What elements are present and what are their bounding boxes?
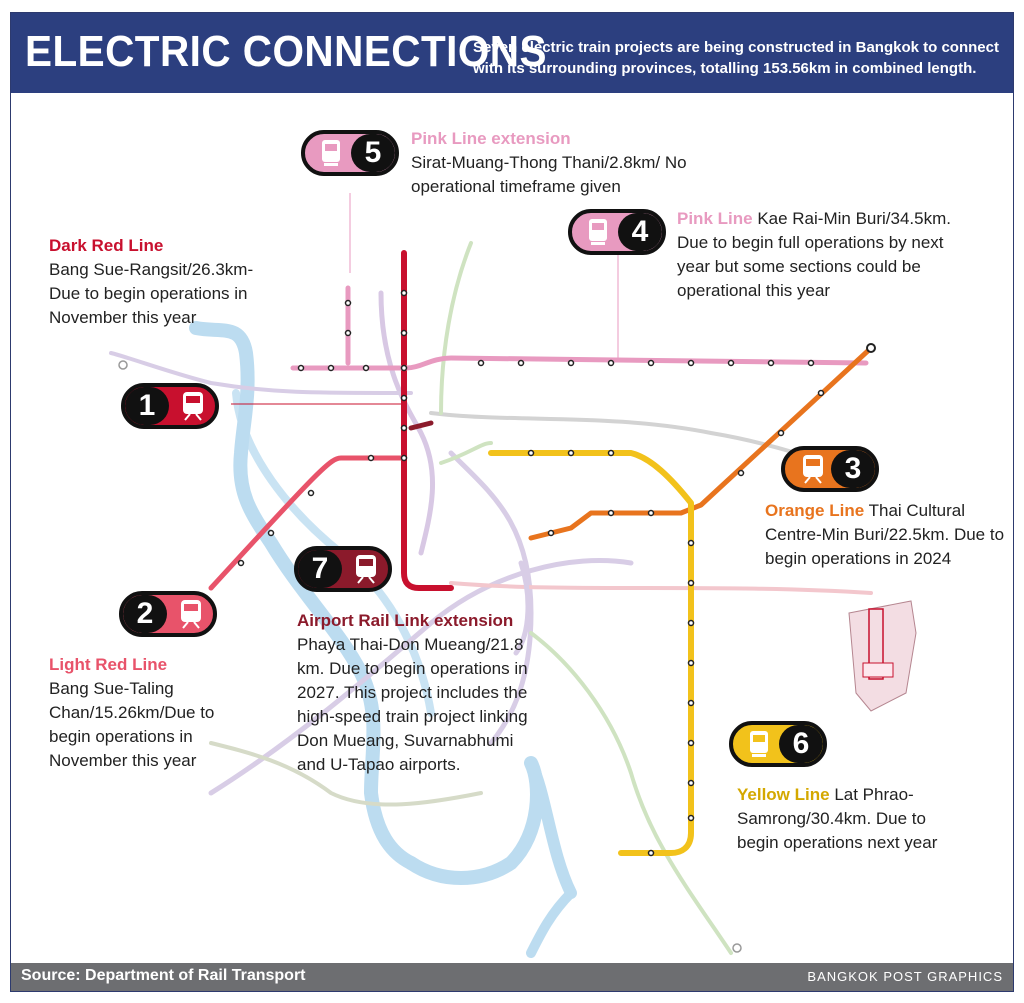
infographic-frame: ELECTRIC CONNECTIONS Seven electric trai… bbox=[10, 12, 1014, 992]
train-icon bbox=[791, 450, 841, 488]
rail-map-svg bbox=[109, 193, 917, 958]
orange-line-path bbox=[528, 345, 874, 541]
info-dark-red-line: Dark Red Line Bang Sue-Rangsit/26.3km- D… bbox=[49, 234, 269, 330]
monorail-icon bbox=[311, 134, 361, 172]
footer-bar: Source: Department of Rail Transport BAN… bbox=[11, 963, 1013, 991]
page-subtitle: Seven electric train projects are being … bbox=[473, 39, 999, 77]
train-icon bbox=[171, 387, 215, 425]
line-description: Thai Cultural Centre-Min Buri/22.5km. Du… bbox=[765, 501, 1005, 568]
source-credit: Source: Department of Rail Transport bbox=[21, 967, 306, 984]
rail-map bbox=[11, 93, 1013, 965]
page-title: ELECTRIC CONNECTIONS bbox=[25, 27, 547, 76]
info-yellow-line: Yellow Line Lat Phrao-Samrong/30.4km. Du… bbox=[737, 783, 967, 855]
existing-lines bbox=[109, 241, 873, 955]
light-red-line-path bbox=[208, 455, 407, 591]
monorail-icon bbox=[578, 213, 628, 251]
badge-number: 6 bbox=[779, 725, 823, 763]
line-name: Yellow Line bbox=[737, 785, 830, 804]
monorail-icon bbox=[739, 725, 789, 763]
badge-number: 4 bbox=[618, 213, 662, 251]
line-name: Light Red Line bbox=[49, 655, 168, 674]
header-banner: ELECTRIC CONNECTIONS Seven electric trai… bbox=[11, 13, 1013, 93]
line-name: Pink Line bbox=[677, 209, 753, 228]
line-description: Phaya Thai-Don Mueang/21.8 km. Due to be… bbox=[297, 635, 528, 774]
badge-airport-rail-link: 7 bbox=[294, 546, 392, 592]
badge-number: 1 bbox=[125, 387, 169, 425]
line-name: Pink Line extension bbox=[411, 129, 571, 148]
badge-pink-extension: 5 bbox=[301, 130, 399, 176]
pink-line-path bbox=[290, 355, 869, 371]
badge-dark-red-line: 1 bbox=[121, 383, 219, 429]
line-description: Sirat-Muang-Thong Thani/2.8km/ No operat… bbox=[411, 153, 687, 196]
badge-yellow-line: 6 bbox=[729, 721, 827, 767]
airport-terminal-drawing bbox=[848, 600, 917, 712]
badge-light-red-line: 2 bbox=[119, 591, 217, 637]
badge-number: 3 bbox=[831, 450, 875, 488]
train-icon bbox=[344, 550, 388, 588]
station-markers bbox=[118, 289, 876, 953]
badge-number: 2 bbox=[123, 595, 167, 633]
line-description: Bang Sue-Taling Chan/15.26km/Due to begi… bbox=[49, 679, 215, 770]
airport-link-path bbox=[408, 420, 434, 431]
line-name: Orange Line bbox=[765, 501, 865, 520]
line-description: Kae Rai-Min Buri/34.5km. Due to begin fu… bbox=[677, 209, 951, 300]
badge-pink-line: 4 bbox=[568, 209, 666, 255]
line-description: Lat Phrao-Samrong/30.4km. Due to begin o… bbox=[737, 785, 938, 852]
badge-number: 5 bbox=[351, 134, 395, 172]
train-icon bbox=[169, 595, 213, 633]
yellow-line-path bbox=[488, 450, 694, 856]
line-description: Bang Sue-Rangsit/26.3km- Due to begin op… bbox=[49, 260, 254, 327]
info-pink-line: Pink Line Kae Rai-Min Buri/34.5km. Due t… bbox=[677, 207, 977, 303]
info-airport-rail-link: Airport Rail Link extension Phaya Thai-D… bbox=[297, 609, 537, 777]
badge-number: 7 bbox=[298, 550, 342, 588]
info-light-red-line: Light Red Line Bang Sue-Taling Chan/15.2… bbox=[49, 653, 239, 773]
pink-leader-lines bbox=[349, 193, 619, 358]
dark-red-line-path bbox=[401, 250, 454, 591]
badge-orange-line: 3 bbox=[781, 446, 879, 492]
line-name: Airport Rail Link extension bbox=[297, 611, 514, 630]
info-orange-line: Orange Line Thai Cultural Centre-Min Bur… bbox=[765, 499, 1010, 571]
line-name: Dark Red Line bbox=[49, 236, 164, 255]
graphics-credit: BANGKOK POST GRAPHICS bbox=[807, 969, 1003, 984]
info-pink-extension: Pink Line extension Sirat-Muang-Thong Th… bbox=[411, 127, 731, 199]
